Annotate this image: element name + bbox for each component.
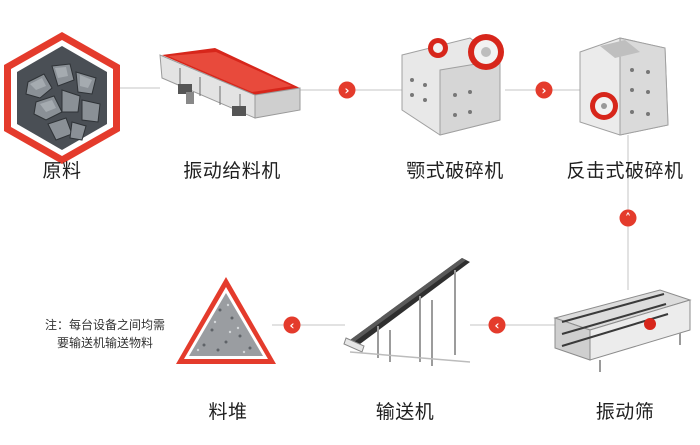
arrow-jaw-to-impact-icon: › — [535, 81, 553, 99]
arrow-conveyor-to-stockpile-icon: ‹ — [283, 316, 301, 334]
step-label-raw-material: 原料 — [42, 160, 82, 182]
step-label-jaw-crusher: 颚式破碎机 — [406, 160, 504, 182]
feeder-icon — [159, 48, 301, 119]
impact-crusher-icon — [579, 37, 669, 136]
arrow-impact-to-screen-icon: ˄ — [619, 209, 637, 227]
note-line-1: 注：每台设备之间均需 — [44, 318, 165, 332]
screen-icon — [553, 289, 692, 372]
arrow-feeder-to-jaw-icon: › — [338, 81, 356, 99]
step-label-vibrating-feeder: 振动给料机 — [183, 160, 281, 182]
conveyor-icon — [343, 258, 471, 366]
note-line-2: 要输送机输送物料 — [56, 336, 153, 350]
stockpile-icon — [176, 277, 276, 364]
step-label-vibrating-screen: 振动筛 — [595, 401, 655, 423]
step-label-stockpile: 料堆 — [208, 401, 248, 423]
rock-pile-icon — [4, 32, 120, 164]
step-label-impact-crusher: 反击式破碎机 — [566, 160, 684, 182]
note-text: 注：每台设备之间均需 要输送机输送物料 — [30, 316, 180, 352]
arrow-screen-to-conveyor-icon: ‹ — [488, 316, 506, 334]
step-label-conveyor: 输送机 — [375, 401, 435, 423]
jaw-crusher-icon — [401, 34, 504, 136]
